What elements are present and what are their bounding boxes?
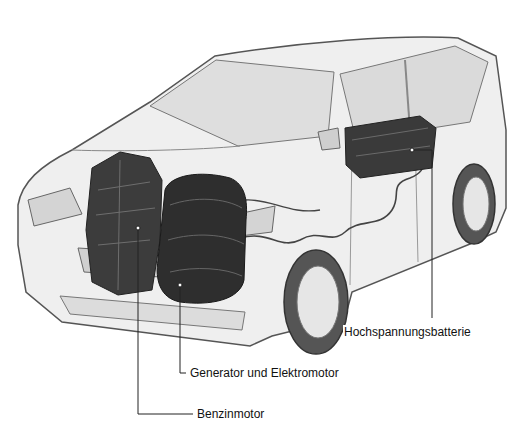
- front-wheel: [284, 250, 348, 354]
- part-label: Hochspannungsbatterie: [343, 325, 472, 339]
- battery-pack: [345, 116, 436, 178]
- petrol-engine: [86, 152, 162, 295]
- motor-detail: [168, 199, 244, 276]
- leader-dot: [410, 148, 414, 152]
- rear-wheel: [453, 164, 495, 244]
- leader-line: [138, 228, 193, 414]
- part-label: Generator und Elektromotor: [189, 366, 340, 380]
- part-label: Benzinmotor: [196, 407, 265, 421]
- car-body: [18, 37, 506, 346]
- side-mirror: [318, 128, 340, 150]
- rear-rim: [463, 177, 489, 231]
- engine-detail: [96, 160, 155, 290]
- generator-motor: [157, 174, 246, 303]
- hood-line: [72, 146, 240, 151]
- leader-dot: [136, 226, 140, 230]
- leader-line: [412, 150, 432, 318]
- leader-dot: [178, 283, 182, 287]
- front-rim: [297, 266, 339, 338]
- windshield: [150, 60, 334, 146]
- leader-line: [180, 285, 186, 373]
- headlight: [28, 188, 82, 226]
- battery-detail: [352, 128, 430, 156]
